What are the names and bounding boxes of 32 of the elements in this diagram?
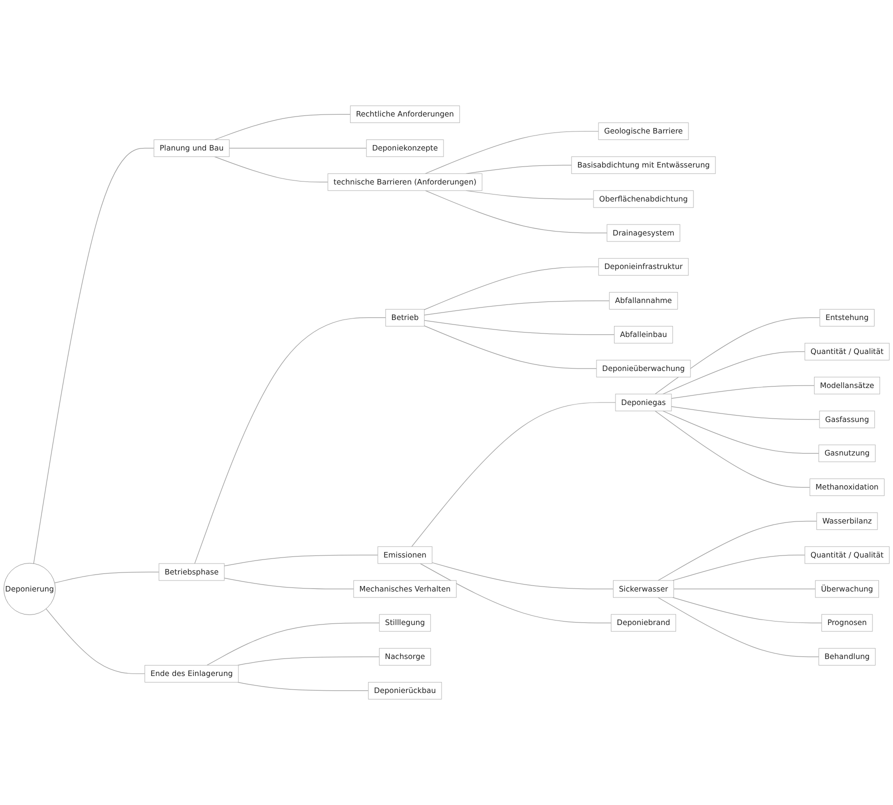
connector (424, 190, 608, 234)
connector (654, 410, 810, 488)
connector (466, 164, 572, 174)
connector (424, 266, 599, 310)
connector (662, 351, 806, 394)
connector (671, 385, 815, 399)
connector (671, 406, 820, 420)
connector (214, 114, 351, 140)
connector (424, 300, 610, 316)
connector (424, 130, 599, 174)
connector (206, 622, 380, 666)
connector (224, 554, 378, 566)
connector (411, 402, 616, 547)
connector (424, 320, 615, 335)
connector (420, 563, 612, 624)
connector (194, 317, 386, 564)
connector (46, 608, 146, 674)
connector (54, 572, 160, 584)
connector (432, 562, 614, 590)
connector (658, 520, 817, 581)
connector (658, 597, 820, 658)
connector (237, 682, 369, 691)
connector (672, 597, 822, 624)
connector (662, 410, 820, 454)
connector (224, 578, 354, 590)
connector (672, 554, 806, 581)
connector (214, 156, 328, 182)
connector (424, 326, 597, 369)
connector (237, 656, 380, 666)
connector (33, 148, 154, 564)
connector (654, 317, 820, 394)
connector (673, 588, 816, 590)
